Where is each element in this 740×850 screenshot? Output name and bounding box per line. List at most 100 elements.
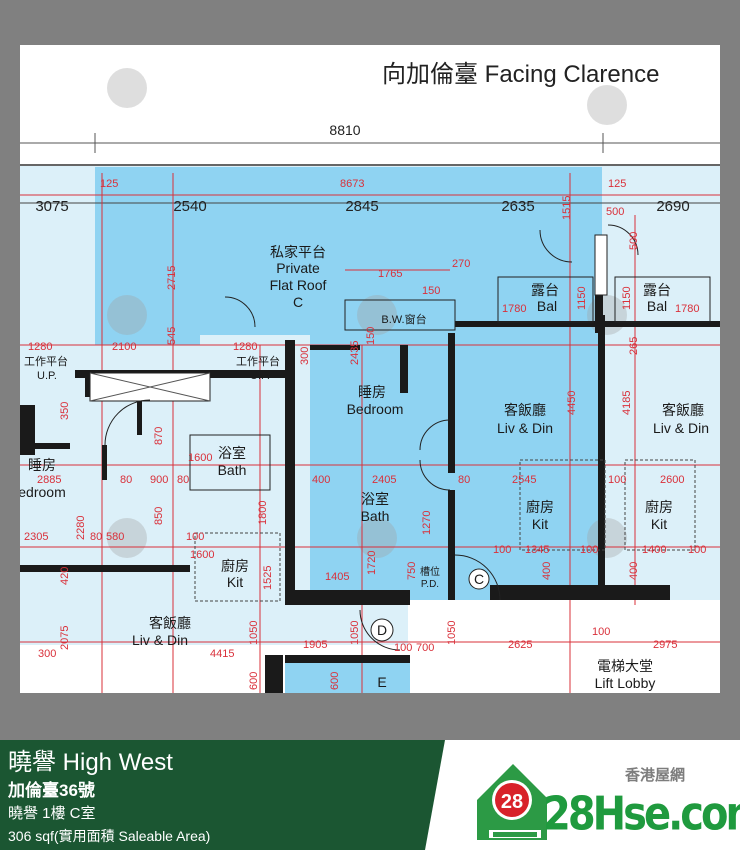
caption-panel: 曉譽 High West 加倫臺36號 曉譽 1樓 C室 306 sqf(實用面… (0, 740, 445, 850)
dim-label: 2975 (653, 639, 677, 651)
unit-c-label: C (474, 571, 484, 587)
dim-label: 1765 (378, 268, 402, 280)
flat-roof-label-zh: 私家平台 (270, 244, 326, 260)
dim-label: 400 (541, 562, 553, 580)
major-dimensions: 3075 2540 2845 2635 2690 (35, 198, 689, 215)
bedroom-label-zh: 睡房 (358, 384, 386, 400)
facing-label: 向加倫臺 Facing Clarence (382, 61, 659, 88)
dim-label: 1150 (576, 286, 588, 310)
dim-label: 2075 (59, 626, 71, 650)
room-labels: 私家平台 Private Flat Roof C 露台 Bal 露台 Bal B… (20, 244, 709, 691)
overall-width-label: 8810 (329, 122, 360, 138)
dim-label: 700 (416, 642, 434, 654)
bathroom-label-zh: 浴室 (218, 445, 246, 461)
balcony-label-en: Bal (537, 298, 557, 314)
flat-roof-unit-label: C (293, 294, 303, 310)
dim-label: 2625 (508, 639, 532, 651)
dim-label: 100 (186, 531, 204, 543)
pipe-duct-label-en: P.D. (421, 579, 439, 590)
lift-lobby-label-zh: 電梯大堂 (597, 658, 653, 674)
saleable-area: 306 sqf(實用面積 Saleable Area) (8, 828, 211, 844)
bedroom-label-zh: 睡房 (28, 457, 56, 473)
28hse-logo: 28 香港屋網 28Hse.com (475, 760, 740, 845)
dim-label: 2405 (372, 474, 396, 486)
floor-plan-image: C D E 向加倫臺 Facing Clarence 8810 3075 254… (20, 45, 720, 693)
dim-label: 2885 (37, 474, 61, 486)
dim-label: 1600 (190, 549, 214, 561)
dim-label: 1405 (325, 571, 349, 583)
flat-roof-label-en: Private (276, 260, 320, 276)
dim-label: 300 (38, 648, 56, 660)
dim-label: 1270 (421, 511, 433, 535)
house-logo-icon: 28 (477, 764, 547, 840)
dim-label: 1515 (561, 196, 573, 220)
dim-label: 1525 (262, 566, 274, 590)
dim-label: 1345 (525, 544, 549, 556)
dim-label: 1800 (257, 501, 269, 525)
dim-label: 2635 (501, 198, 534, 215)
dim-label: 1905 (303, 639, 327, 651)
dim-label: 100 (493, 544, 511, 556)
dim-label: 1050 (349, 621, 361, 645)
dim-label: 400 (628, 562, 640, 580)
dim-label: 300 (299, 347, 311, 365)
dim-label: 80 (90, 531, 102, 543)
dim-label: 80 (458, 474, 470, 486)
dim-label: 125 (100, 178, 118, 190)
dim-label: 2540 (173, 198, 206, 215)
logo-text: 28Hse.com (543, 788, 740, 841)
dim-label: 2845 (345, 198, 378, 215)
dim-label: 350 (59, 402, 71, 420)
kitchen-label-zh: 廚房 (645, 499, 673, 515)
flat-roof-label-en: Flat Roof (270, 277, 327, 293)
dim-label: 750 (406, 562, 418, 580)
unit-e-label: E (377, 674, 386, 690)
dim-label: 100 (608, 474, 626, 486)
dim-label: 600 (329, 672, 341, 690)
dim-label: 2600 (660, 474, 684, 486)
address: 加倫臺36號 (8, 781, 95, 800)
dim-label: 1150 (621, 286, 633, 310)
dim-label: 100 (580, 544, 598, 556)
bathroom-label-en: Bath (218, 462, 247, 478)
bedroom-label-en: edroom (20, 484, 66, 500)
dim-label: 125 (608, 178, 626, 190)
lift-lobby-area (408, 600, 720, 693)
utility-platform-label-en: U.P. (37, 370, 57, 382)
kitchen-label-zh: 廚房 (221, 558, 249, 574)
utility-platform-label-zh: 工作平台 (24, 354, 68, 368)
building-title: 曉譽 High West (8, 749, 173, 776)
dim-label: 900 (150, 474, 168, 486)
dim-label: 150 (422, 285, 440, 297)
living-dining-label-en: Liv & Din (132, 632, 188, 648)
bay-window-label: B.W.窗台 (381, 312, 426, 326)
dim-label: 400 (312, 474, 330, 486)
living-dining-label-zh: 客飯廳 (149, 615, 191, 631)
balcony-label-zh: 露台 (531, 282, 559, 298)
dim-label: 150 (365, 327, 377, 345)
living-dining-label-en: Liv & Din (497, 420, 553, 436)
lift-lobby-label-en: Lift Lobby (595, 675, 656, 691)
dim-label: 1050 (248, 621, 260, 645)
dim-label: 1280 (233, 341, 257, 353)
kitchen-label-en: Kit (227, 574, 243, 590)
dim-label: 580 (106, 531, 124, 543)
dim-label: 1720 (366, 551, 378, 575)
utility-platform-label-zh: 工作平台 (236, 354, 280, 368)
floor-plan-drawing: C D E 向加倫臺 Facing Clarence 8810 3075 254… (20, 61, 720, 693)
unit-c-area (95, 167, 602, 600)
dim-label: 2305 (24, 531, 48, 543)
dim-label: 3075 (35, 198, 68, 215)
dim-label: 420 (59, 567, 71, 585)
living-dining-label-zh: 客飯廳 (662, 402, 704, 418)
unit-d-label: D (377, 622, 387, 638)
dim-label: 500 (606, 206, 624, 218)
dim-label: 545 (166, 327, 178, 345)
dim-label: 1780 (675, 303, 699, 315)
dim-label: 600 (248, 672, 260, 690)
logo-badge: 28 (501, 791, 523, 813)
unit-label: 曉譽 1樓 C室 (8, 805, 96, 822)
door-swings (104, 224, 639, 651)
dim-label: 100 (688, 544, 706, 556)
dim-label: 1280 (28, 341, 52, 353)
